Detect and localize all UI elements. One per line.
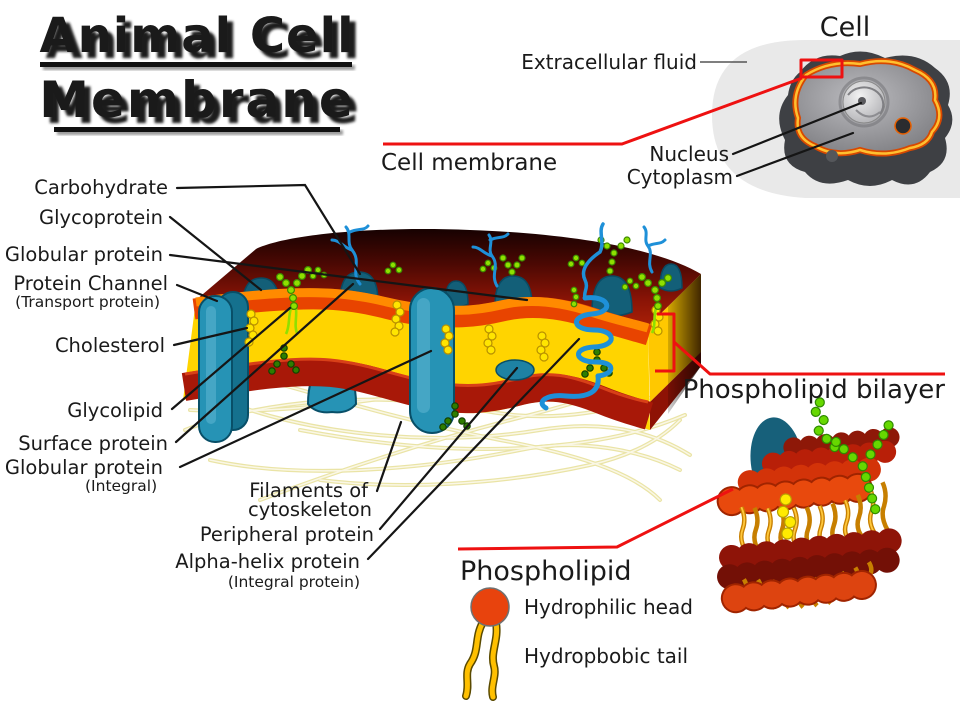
bilayer-leader-red	[673, 340, 945, 376]
label-filaments-line1: Filaments of	[249, 479, 369, 502]
title-line2: Membrane	[39, 71, 354, 129]
bilayer-callout: Phospholipid bilayer	[655, 312, 946, 405]
leader-cholesterol	[172, 326, 249, 347]
cell-vesicle-dark	[894, 117, 912, 135]
leader-glycolipid	[170, 306, 292, 411]
phospholipid-bilayer-label: Phospholipid bilayer	[683, 375, 946, 405]
extracellular-fluid-label: Extracellular fluid	[521, 50, 697, 74]
leader-alpha-helix	[366, 337, 581, 561]
label-glycoprotein: Glycoprotein	[39, 206, 163, 229]
hydrophobic-tail-label: Hydropbobic tail	[524, 644, 688, 668]
hydrophilic-head-shape	[470, 587, 510, 627]
page-title: Animal Cell Animal Cell Membrane Membran…	[39, 8, 360, 135]
cell-membrane-outline-inner	[794, 59, 941, 155]
phospholipid-leader-red	[457, 487, 734, 551]
leader-globular-protein	[168, 253, 529, 302]
label-alpha-helix: Alpha-helix protein	[175, 550, 360, 573]
title-underline2-shadow	[57, 130, 343, 135]
title-underline1	[40, 62, 352, 67]
nucleus-leader	[731, 101, 863, 156]
nucleus-swirl	[847, 86, 885, 115]
leader-glycoprotein	[168, 215, 263, 292]
label-carbohydrate: Carbohydrate	[34, 176, 168, 199]
leader-carbohydrate	[175, 183, 362, 276]
nucleus-label: Nucleus	[649, 142, 729, 166]
alpha-helix-protein-shape	[539, 222, 614, 411]
label-surface-protein: Surface protein	[18, 432, 168, 455]
title-underline2	[54, 127, 340, 132]
nucleus-ring	[838, 76, 890, 128]
cube-glycans	[810, 397, 894, 515]
cell-membrane-label: Cell membrane	[381, 150, 557, 176]
leader-globular-integral	[178, 349, 433, 469]
protein-channel-shape	[198, 291, 249, 443]
glycolipid-right	[637, 273, 672, 334]
cell-vesicle-gray	[826, 150, 838, 162]
leader-surface-protein	[174, 282, 355, 444]
label-filaments-line2: cytoskeleton	[248, 498, 372, 521]
membrane-zoom-rect	[799, 58, 844, 79]
cell-inset-diagram: Cell Extracellular fluid Cell membrane N…	[381, 12, 960, 198]
globular-integral-protein-shape	[409, 287, 455, 434]
phospholipid-molecule	[462, 587, 510, 701]
title-line1: Animal Cell	[39, 8, 354, 64]
bilayer-cube	[716, 397, 919, 614]
title-underline1-shadow	[43, 65, 355, 70]
phospholipid-legend: Phospholipid Hydrophilic head Hydropbobi…	[457, 487, 734, 701]
cytoplasm-leader	[735, 131, 855, 178]
leader-filaments	[375, 420, 403, 493]
label-globular-protein: Globular protein	[5, 243, 163, 266]
cell-membrane-leader-red	[383, 76, 803, 146]
glycoprotein-glycans	[499, 236, 631, 276]
label-glycolipid: Glycolipid	[67, 399, 163, 422]
carbohydrate-chains	[330, 224, 667, 288]
label-globular-integral: Globular protein	[5, 456, 163, 479]
hydrophilic-head-label: Hydrophilic head	[524, 595, 693, 619]
label-cholesterol: Cholesterol	[55, 334, 165, 357]
membrane-labels: Carbohydrate Glycoprotein Globular prote…	[5, 176, 374, 591]
surface-glycan-marks	[309, 254, 640, 308]
leader-lines	[168, 183, 581, 561]
nucleus-swirl-2	[855, 109, 881, 118]
cube-cholesterol	[776, 493, 797, 540]
phospholipid-title: Phospholipid	[460, 556, 632, 587]
title-line2-shadow: Membrane	[45, 77, 360, 135]
cytoplasm-label: Cytoplasm	[627, 165, 733, 189]
membrane-illustration: Carbohydrate Glycoprotein Globular prote…	[5, 176, 701, 591]
label-integral-protein: (Integral protein)	[228, 573, 360, 591]
leader-protein-channel	[175, 283, 219, 303]
label-transport-protein: (Transport protein)	[15, 293, 160, 311]
label-protein-channel: Protein Channel	[13, 272, 168, 295]
cell-inset-title: Cell	[820, 12, 870, 43]
cholesterol-chains	[244, 300, 664, 362]
leader-peripheral-protein	[378, 366, 519, 531]
label-integral: (Integral)	[85, 477, 157, 495]
title-line1-shadow: Animal Cell	[45, 14, 360, 70]
label-peripheral-protein: Peripheral protein	[200, 523, 374, 546]
